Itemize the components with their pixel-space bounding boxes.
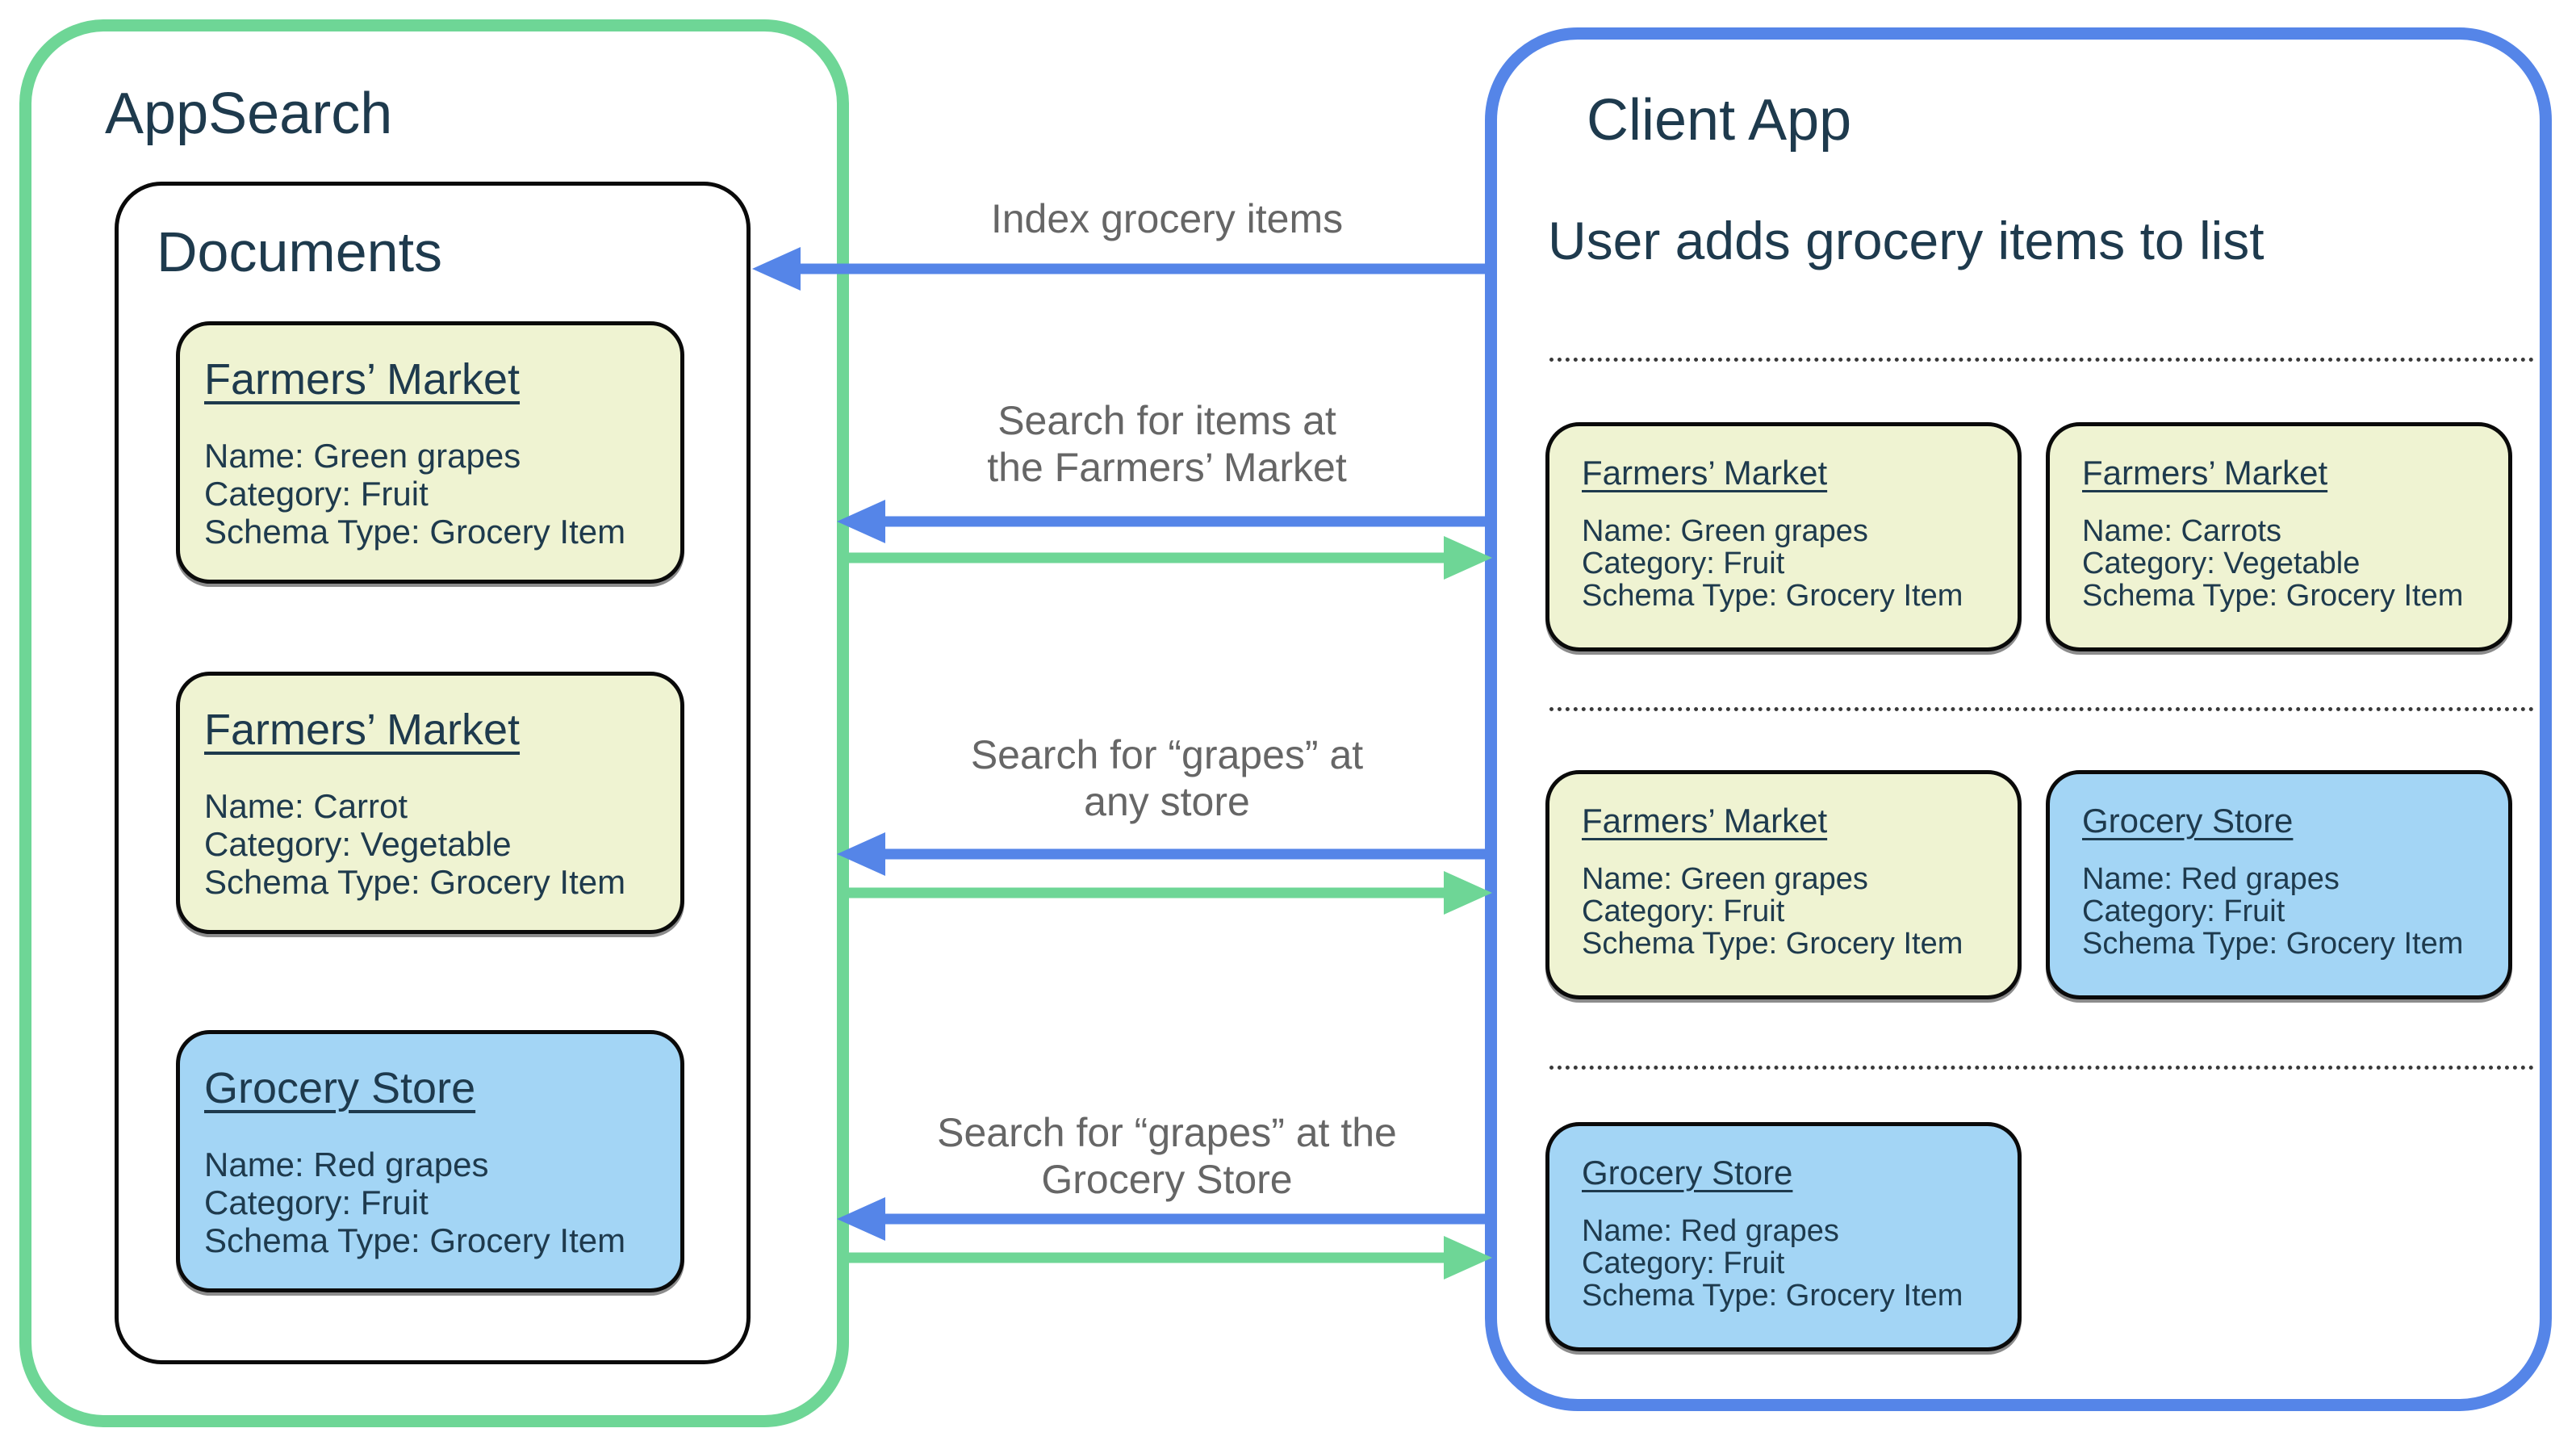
document-card-farmers-market-carrot: Farmers’ Market Name: Carrot Category: V…: [176, 672, 684, 934]
flow-label-line: Search for “grapes” at the: [937, 1110, 1397, 1155]
card-field-schema-type: Schema Type: Grocery Item: [2082, 927, 2464, 961]
card-field-category: Category: Fruit: [1582, 547, 1785, 580]
client-app-subtitle: User adds grocery items to list: [1548, 211, 2264, 270]
card-field-schema-type: Schema Type: Grocery Item: [1582, 1279, 1963, 1313]
card-field-schema-type: Schema Type: Grocery Item: [204, 863, 626, 901]
card-field-schema-type: Schema Type: Grocery Item: [1582, 579, 1963, 613]
card-field-schema-type: Schema Type: Grocery Item: [1582, 927, 1963, 961]
card-title: Farmers’ Market: [1582, 802, 1828, 840]
card-field-category: Category: Fruit: [1582, 894, 1785, 928]
card-field-category: Category: Vegetable: [204, 825, 512, 863]
arrow-index-request-to-appsearch: [752, 247, 1495, 291]
flow-label-search-grapes-any-store: Search for “grapes” at any store: [849, 731, 1485, 825]
arrow-search-grapes-grocery-store-request: [837, 1197, 1495, 1241]
client-card-farmers-market-green-grapes: Farmers’ Market Name: Green grapes Categ…: [1545, 422, 2022, 651]
appsearch-title: AppSearch: [105, 82, 393, 146]
client-card-farmers-market-carrots: Farmers’ Market Name: Carrots Category: …: [2046, 422, 2512, 651]
card-field-schema-type: Schema Type: Grocery Item: [204, 1221, 626, 1259]
arrow-search-grapes-any-store-response: [839, 871, 1492, 915]
card-field-name: Name: Red grapes: [2082, 862, 2340, 896]
card-field-name: Name: Carrots: [2082, 514, 2282, 548]
card-field-name: Name: Green grapes: [1582, 862, 1868, 896]
flow-label-line: Index grocery items: [990, 196, 1344, 241]
flow-label-search-farmers-market: Search for items at the Farmers’ Market: [849, 397, 1485, 491]
client-card-grocery-store-red-grapes: Grocery Store Name: Red grapes Category:…: [1545, 1122, 2022, 1351]
card-field-name: Name: Carrot: [204, 787, 408, 825]
flow-label-line: Search for items at: [997, 398, 1336, 443]
documents-title: Documents: [157, 220, 443, 283]
arrow-search-grapes-grocery-store-response: [839, 1236, 1492, 1280]
flow-label-index-grocery-items: Index grocery items: [849, 195, 1485, 242]
card-field-name: Name: Green grapes: [204, 437, 521, 475]
card-field-category: Category: Fruit: [204, 475, 429, 513]
card-title: Farmers’ Market: [2082, 454, 2328, 492]
separator-dotted-line: [1549, 358, 2534, 362]
card-field-schema-type: Schema Type: Grocery Item: [2082, 579, 2464, 613]
arrow-search-grapes-any-store-request: [837, 832, 1495, 876]
card-title: Farmers’ Market: [1582, 454, 1828, 492]
separator-dotted-line: [1549, 707, 2534, 711]
card-field-category: Category: Vegetable: [2082, 547, 2361, 580]
card-title: Farmers’ Market: [204, 355, 521, 404]
client-card-grocery-store-red-grapes-result: Grocery Store Name: Red grapes Category:…: [2046, 770, 2512, 999]
arrow-search-farmers-market-request: [837, 500, 1495, 543]
card-field-category: Category: Fruit: [2082, 894, 2285, 928]
card-field-category: Category: Fruit: [204, 1183, 429, 1221]
card-field-name: Name: Green grapes: [1582, 514, 1868, 548]
flow-label-line: any store: [1084, 779, 1250, 824]
document-card-grocery-store-red-grapes: Grocery Store Name: Red grapes Category:…: [176, 1030, 684, 1292]
client-card-farmers-market-green-grapes-result: Farmers’ Market Name: Green grapes Categ…: [1545, 770, 2022, 999]
arrow-search-farmers-market-response: [839, 536, 1492, 580]
document-card-farmers-market-green-grapes: Farmers’ Market Name: Green grapes Categ…: [176, 321, 684, 584]
card-field-name: Name: Red grapes: [1582, 1214, 1839, 1248]
card-title: Farmers’ Market: [204, 706, 521, 754]
card-field-category: Category: Fruit: [1582, 1246, 1785, 1280]
flow-label-line: Search for “grapes” at: [970, 732, 1364, 777]
flow-label-line: the Farmers’ Market: [987, 445, 1347, 490]
separator-dotted-line: [1549, 1066, 2534, 1070]
flow-label-search-grapes-grocery-store: Search for “grapes” at the Grocery Store: [849, 1109, 1485, 1203]
flow-label-line: Grocery Store: [1041, 1157, 1293, 1202]
card-field-schema-type: Schema Type: Grocery Item: [204, 513, 626, 551]
client-app-title: Client App: [1587, 88, 1852, 153]
card-field-name: Name: Red grapes: [204, 1146, 489, 1183]
card-title: Grocery Store: [204, 1064, 476, 1112]
card-title: Grocery Store: [1582, 1154, 1793, 1192]
card-title: Grocery Store: [2082, 802, 2294, 840]
